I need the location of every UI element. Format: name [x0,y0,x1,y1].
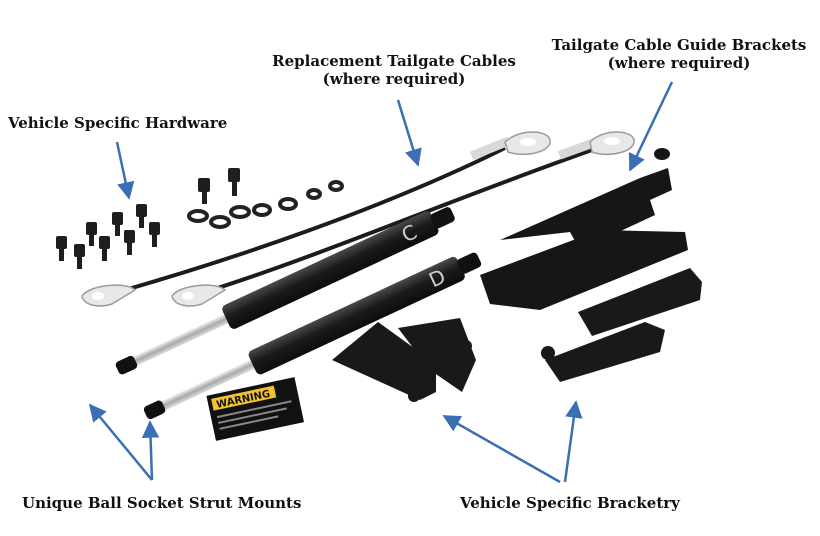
guide-brackets-label-line2: (where required) [607,54,751,72]
hardware-group [56,168,344,269]
gas-struts: C D [115,207,482,420]
strut-mounts-label: Unique Ball Socket Strut Mounts [22,494,301,512]
callout-arrows [88,81,674,484]
cables-label-line1: Replacement Tailgate Cables [272,52,516,70]
bracketry-label-text: Vehicle Specific Bracketry [460,494,680,512]
strut-mounts-label-text: Unique Ball Socket Strut Mounts [22,494,302,512]
guide-brackets-label-line1: Tailgate Cable Guide Brackets [551,36,807,54]
hardware-label-text: Vehicle Specific Hardware [8,114,228,132]
vehicle-brackets [332,268,702,402]
guide-brackets-label: Tailgate Cable Guide Brackets (where req… [548,36,810,72]
cables-label-line2: (where required) [322,70,466,88]
cable-guide-brackets [480,148,688,310]
bracketry-label: Vehicle Specific Bracketry [460,494,680,512]
cables-label: Replacement Tailgate Cables (where requi… [270,52,518,88]
warning-sticker: WARNING [206,377,305,441]
hardware-label: Vehicle Specific Hardware [8,114,227,132]
tailgate-cables [81,131,635,307]
